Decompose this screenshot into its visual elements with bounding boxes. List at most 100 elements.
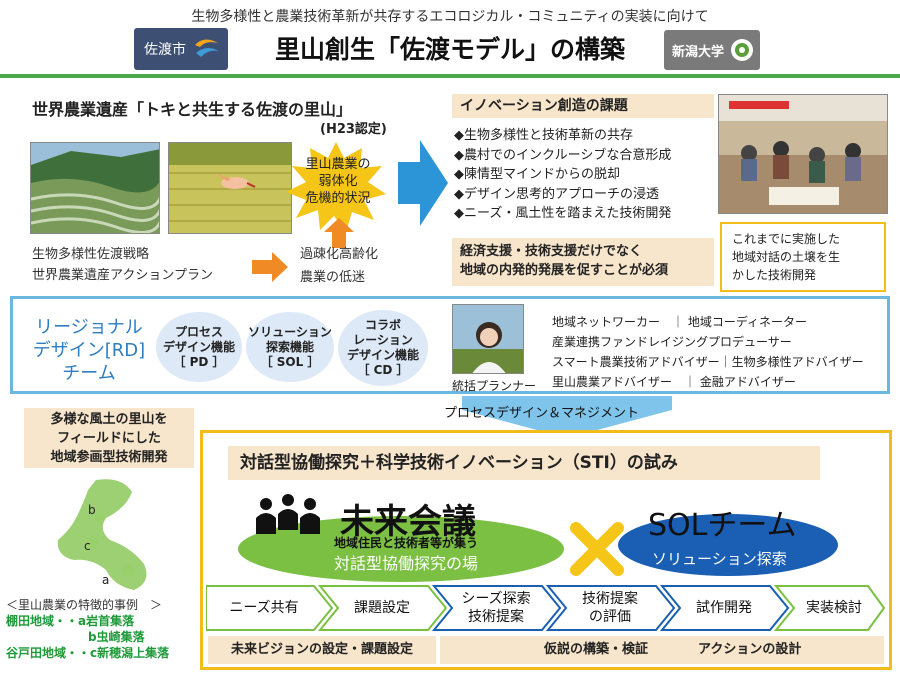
map-label-c: c [84, 539, 91, 553]
step-implementation: 実装検討 [786, 586, 882, 630]
ibis-rice-field-image [169, 143, 292, 234]
innovation-heading: イノベーション創造の課題 [452, 94, 714, 118]
step-line: シーズ探索 [461, 590, 530, 608]
dialogue-meeting-photo [718, 94, 888, 214]
step-line: の評価 [589, 608, 631, 626]
hypothesis-label: 仮説の構築・検証 [544, 636, 648, 664]
people-group-icon [252, 494, 324, 536]
heritage-title: 世界農業遺産「トキと共生する佐渡の里山」 [32, 96, 352, 120]
ibis-rice-field-photo [168, 142, 292, 234]
sol-team-title: SOLチーム [648, 500, 796, 544]
dialogue-line: かした技術開発 [732, 266, 874, 284]
roles-list: 地域ネットワーカー ｜ 地域コーディネーター 産業連携ファンドレイジングプロデュ… [552, 312, 864, 392]
case-item: 棚田地域・・a岩首集落 [6, 612, 134, 629]
cross-icon [568, 520, 626, 578]
cd-function: コラボ レーション デザイン機能 ［ CD ］ [338, 310, 428, 386]
rd-team-title-line: デザイン[RD] [24, 339, 154, 362]
dialogue-meeting-image [719, 95, 888, 214]
decline-line: 過疎化高齢化 [300, 246, 378, 264]
vision-footer: 未来ビジョンの設定・課題設定 [208, 636, 436, 664]
local-title-line: 地域参画型技術開発 [24, 448, 194, 467]
planner-caption: 統括プランナー [452, 377, 536, 394]
sol-team-sub: ソリューション探索 [652, 548, 787, 569]
local-title-line: フィールドにした [24, 429, 194, 448]
sado-city-logo: 佐渡市 [134, 28, 228, 70]
sol-function: ソリューション 探索機能 ［ SOL ］ [246, 312, 334, 382]
future-meeting-place: 対話型協働探究の場 [334, 550, 478, 574]
role-line: 地域ネットワーカー ｜ 地域コーディネーター [552, 312, 864, 332]
function-line: コラボ [338, 318, 428, 333]
step-needs-sharing: ニーズ共有 [214, 586, 314, 630]
role-line: 里山農業アドバイザー ｜ 金融アドバイザー [552, 372, 864, 392]
sado-wave-icon [192, 35, 222, 63]
list-item: ◆陳情型マインドからの脱却 [454, 165, 671, 185]
hypothesis-action-footer: 仮説の構築・検証 アクションの設計 [440, 636, 884, 664]
up-arrow-icon [324, 218, 354, 248]
role-line: 産業連携ファンドレイジングプロデューサー [552, 332, 864, 352]
list-item: ◆ニーズ・風土性を踏まえた技術開発 [454, 204, 671, 224]
function-line: ソリューション [246, 325, 334, 340]
big-right-arrow-icon [398, 140, 448, 226]
step-line: 実装検討 [806, 599, 862, 617]
future-meeting-sub: 地域住民と技術者等が集う [334, 534, 478, 551]
action-label: アクションの設計 [698, 636, 801, 664]
rd-team-title: リージョナル デザイン[RD] チーム [24, 316, 154, 385]
step-line: 技術提案 [468, 608, 524, 626]
case-item: 谷戸田地域・・c新穂潟上集落 [6, 644, 169, 661]
crisis-text: 里山農業の 弱体化 危機的状況 [294, 156, 382, 207]
note-line: 経済支援・技術支援だけでなく [460, 242, 706, 261]
step-seeds-search: シーズ探索 技術提案 [448, 586, 544, 630]
step-issue-setting: 課題設定 [334, 586, 430, 630]
title-divider [0, 74, 900, 78]
map-label-b: b [88, 503, 96, 517]
case-item: b虫崎集落 [88, 628, 145, 645]
page-title: 里山創生「佐渡モデル」の構築 [240, 30, 660, 66]
innovation-note: 経済支援・技術支援だけでなく 地域の内発的発展を促すことが必須 [452, 238, 714, 286]
crisis-line: 危機的状況 [294, 190, 382, 207]
rd-team-title-line: チーム [24, 362, 154, 385]
subtitle: 生物多様性と農業技術革新が共存するエコロジカル・コミュニティの実装に向けて [0, 6, 900, 26]
crisis-line: 弱体化 [294, 173, 382, 190]
step-line: 課題設定 [354, 599, 410, 617]
step-line: ニーズ共有 [229, 599, 298, 617]
function-line: デザイン機能 [156, 340, 242, 355]
step-line: 技術提案 [582, 590, 638, 608]
step-line: 試作開発 [696, 599, 752, 617]
function-line: プロセス [156, 325, 242, 340]
decline-line: 農業の低迷 [300, 266, 365, 285]
terraced-paddy-image [31, 143, 160, 234]
planner-photo [452, 304, 524, 374]
note-line: 地域の内発的発展を促すことが必須 [460, 261, 706, 280]
function-line: ［ CD ］ [338, 363, 428, 378]
function-line: デザイン機能 [338, 348, 428, 363]
process-label: プロセスデザイン＆マネジメント [444, 402, 639, 421]
list-item: ◆デザイン思考的アプローチの浸透 [454, 185, 671, 205]
crisis-line: 里山農業の [294, 156, 382, 173]
sado-island-map: b c a [36, 474, 176, 594]
step-proposal-evaluation: 技術提案 の評価 [562, 586, 658, 630]
map-label-a: a [102, 573, 109, 587]
function-line: 探索機能 [246, 340, 334, 355]
local-field-title: 多様な風土の里山を フィールドにした 地域参画型技術開発 [24, 408, 194, 468]
dialogue-line: これまでに実施した [732, 230, 874, 248]
heritage-certified: (H23認定) [320, 118, 387, 137]
right-arrow-icon [252, 252, 288, 282]
sado-city-logo-text: 佐渡市 [144, 39, 186, 59]
rd-team-title-line: リージョナル [24, 316, 154, 339]
sti-heading: 対話型協働探究＋科学技術イノベーション（STI）の試み [228, 446, 820, 480]
function-line: ［ PD ］ [156, 355, 242, 370]
dialogue-line: 地域対話の土壌を生 [732, 248, 874, 266]
university-emblem-icon [729, 37, 755, 63]
function-line: レーション [338, 333, 428, 348]
pd-function: プロセス デザイン機能 ［ PD ］ [156, 312, 242, 382]
cases-heading: ＜里山農業の特徴的事例 ＞ [6, 596, 162, 613]
step-prototyping: 試作開発 [676, 586, 772, 630]
list-item: ◆農村でのインクルーシブな合意形成 [454, 146, 671, 166]
terraced-paddy-photo [30, 142, 160, 234]
dialogue-note: これまでに実施した 地域対話の土壌を生 かした技術開発 [720, 222, 886, 292]
strategy-line: 生物多様性佐渡戦略 [32, 246, 149, 264]
function-line: ［ SOL ］ [246, 355, 334, 370]
niigata-university-logo: 新潟大学 [664, 30, 760, 70]
local-title-line: 多様な風土の里山を [24, 410, 194, 429]
list-item: ◆生物多様性と技術革新の共存 [454, 126, 671, 146]
